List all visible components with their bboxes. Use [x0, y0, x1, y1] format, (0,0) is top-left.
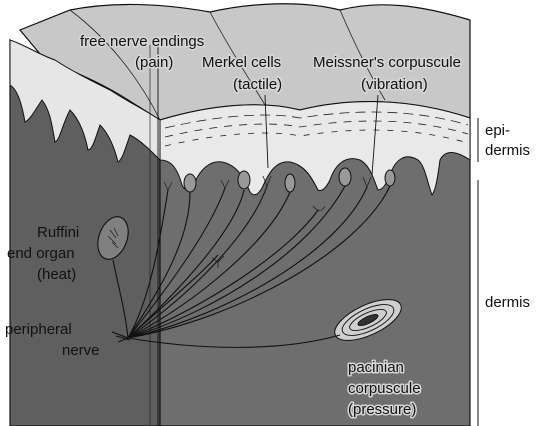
label-free-nerve-endings-2: (pain)	[135, 54, 173, 71]
label-epidermis-2: dermis	[485, 142, 530, 159]
label-peripheral-nerve-2: nerve	[62, 342, 100, 359]
label-pacinian-3: (pressure)	[348, 401, 416, 418]
label-pacinian-2: corpuscule	[348, 380, 421, 397]
label-dermis: dermis	[485, 294, 530, 311]
label-merkel-cells-2: (tactile)	[233, 76, 282, 93]
label-pacinian-1: pacinian	[348, 359, 404, 376]
label-merkel-cells-1: Merkel cells	[202, 54, 281, 71]
label-meissner-1: Meissner's corpuscule	[313, 54, 461, 71]
label-ruffini-3: (heat)	[37, 266, 76, 283]
label-meissner-2: (vibration)	[361, 76, 428, 93]
label-ruffini-1: Ruffini	[37, 224, 79, 241]
label-epidermis-1: epi-	[485, 122, 510, 139]
label-ruffini-2: end organ	[7, 245, 75, 262]
label-peripheral-nerve-1: peripheral	[5, 321, 72, 338]
label-free-nerve-endings-1: free nerve endings	[80, 33, 204, 50]
